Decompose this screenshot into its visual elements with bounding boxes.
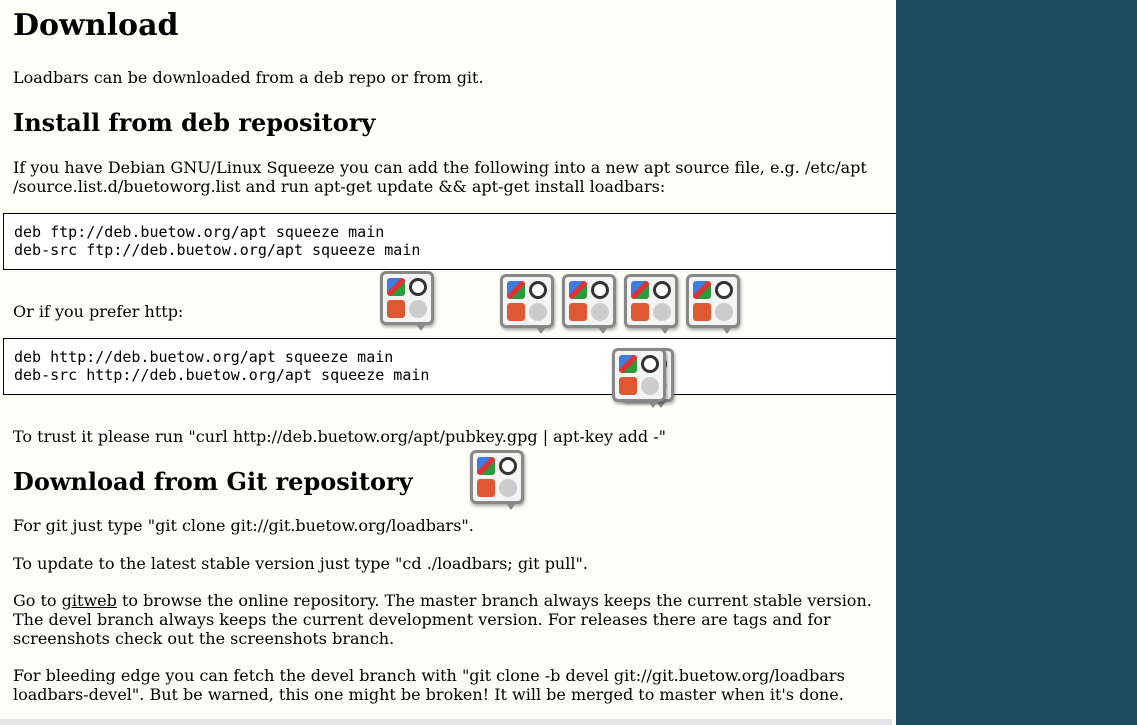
google-icon: [619, 355, 637, 373]
gitweb-link[interactable]: gitweb: [61, 591, 117, 610]
google-icon: [569, 281, 587, 299]
deb-heading: Install from deb repository: [13, 108, 376, 137]
intro-text: Loadbars can be downloaded from a deb re…: [13, 68, 484, 87]
wikipedia-icon: [409, 300, 427, 318]
google-icon: [507, 281, 525, 299]
wikipedia-icon: [591, 303, 609, 321]
search-engine-icon: [641, 355, 659, 373]
search-engine-icon: [499, 457, 517, 475]
wikipedia-icon: [715, 303, 733, 321]
search-shortcut-popup[interactable]: [612, 348, 666, 408]
google-icon: [387, 278, 405, 296]
search-shortcut-popup[interactable]: [470, 450, 524, 510]
wikipedia-icon: [653, 303, 671, 321]
duckduckgo-icon: [631, 303, 649, 321]
git-heading: Download from Git repository: [13, 467, 413, 496]
http-code-block: deb http://deb.buetow.org/apt squeeze ma…: [3, 338, 896, 395]
git-update-text: To update to the latest stable version j…: [13, 554, 588, 573]
duckduckgo-icon: [693, 303, 711, 321]
duckduckgo-icon: [569, 303, 587, 321]
devel-text: For bleeding edge you can fetch the deve…: [13, 666, 845, 704]
google-icon: [693, 281, 711, 299]
google-icon: [631, 281, 649, 299]
wikipedia-icon: [499, 479, 517, 497]
right-sidebar: [896, 0, 1137, 725]
search-engine-icon: [409, 278, 427, 296]
gitweb-pre: Go to: [13, 591, 62, 610]
duckduckgo-icon: [477, 479, 495, 497]
gitweb-text: Go to gitweb to browse the online reposi…: [13, 591, 883, 648]
search-shortcut-popup[interactable]: [500, 274, 554, 334]
wikipedia-icon: [641, 377, 659, 395]
search-shortcut-popup[interactable]: [562, 274, 616, 334]
google-icon: [477, 457, 495, 475]
ftp-code-block: deb ftp://deb.buetow.org/apt squeeze mai…: [3, 213, 896, 270]
search-engine-icon: [591, 281, 609, 299]
search-engine-icon: [653, 281, 671, 299]
wikipedia-icon: [529, 303, 547, 321]
duckduckgo-icon: [619, 377, 637, 395]
search-shortcut-popup[interactable]: [624, 274, 678, 334]
git-clone-text: For git just type "git clone git://git.b…: [13, 516, 474, 535]
content-area: Download Loadbars can be downloaded from…: [0, 0, 896, 725]
duckduckgo-icon: [387, 300, 405, 318]
http-text: Or if you prefer http:: [13, 302, 184, 321]
gitweb-post: to browse the online repository. The mas…: [13, 591, 872, 648]
trust-text: To trust it please run "curl http://deb.…: [13, 427, 666, 446]
search-engine-icon: [715, 281, 733, 299]
search-shortcut-popup[interactable]: [686, 274, 740, 334]
deb-text: If you have Debian GNU/Linux Squeeze you…: [13, 158, 867, 196]
search-shortcut-popup[interactable]: [380, 271, 434, 331]
duckduckgo-icon: [507, 303, 525, 321]
horizontal-scrollbar[interactable]: [0, 719, 892, 725]
page-title: Download: [13, 8, 179, 43]
search-engine-icon: [529, 281, 547, 299]
